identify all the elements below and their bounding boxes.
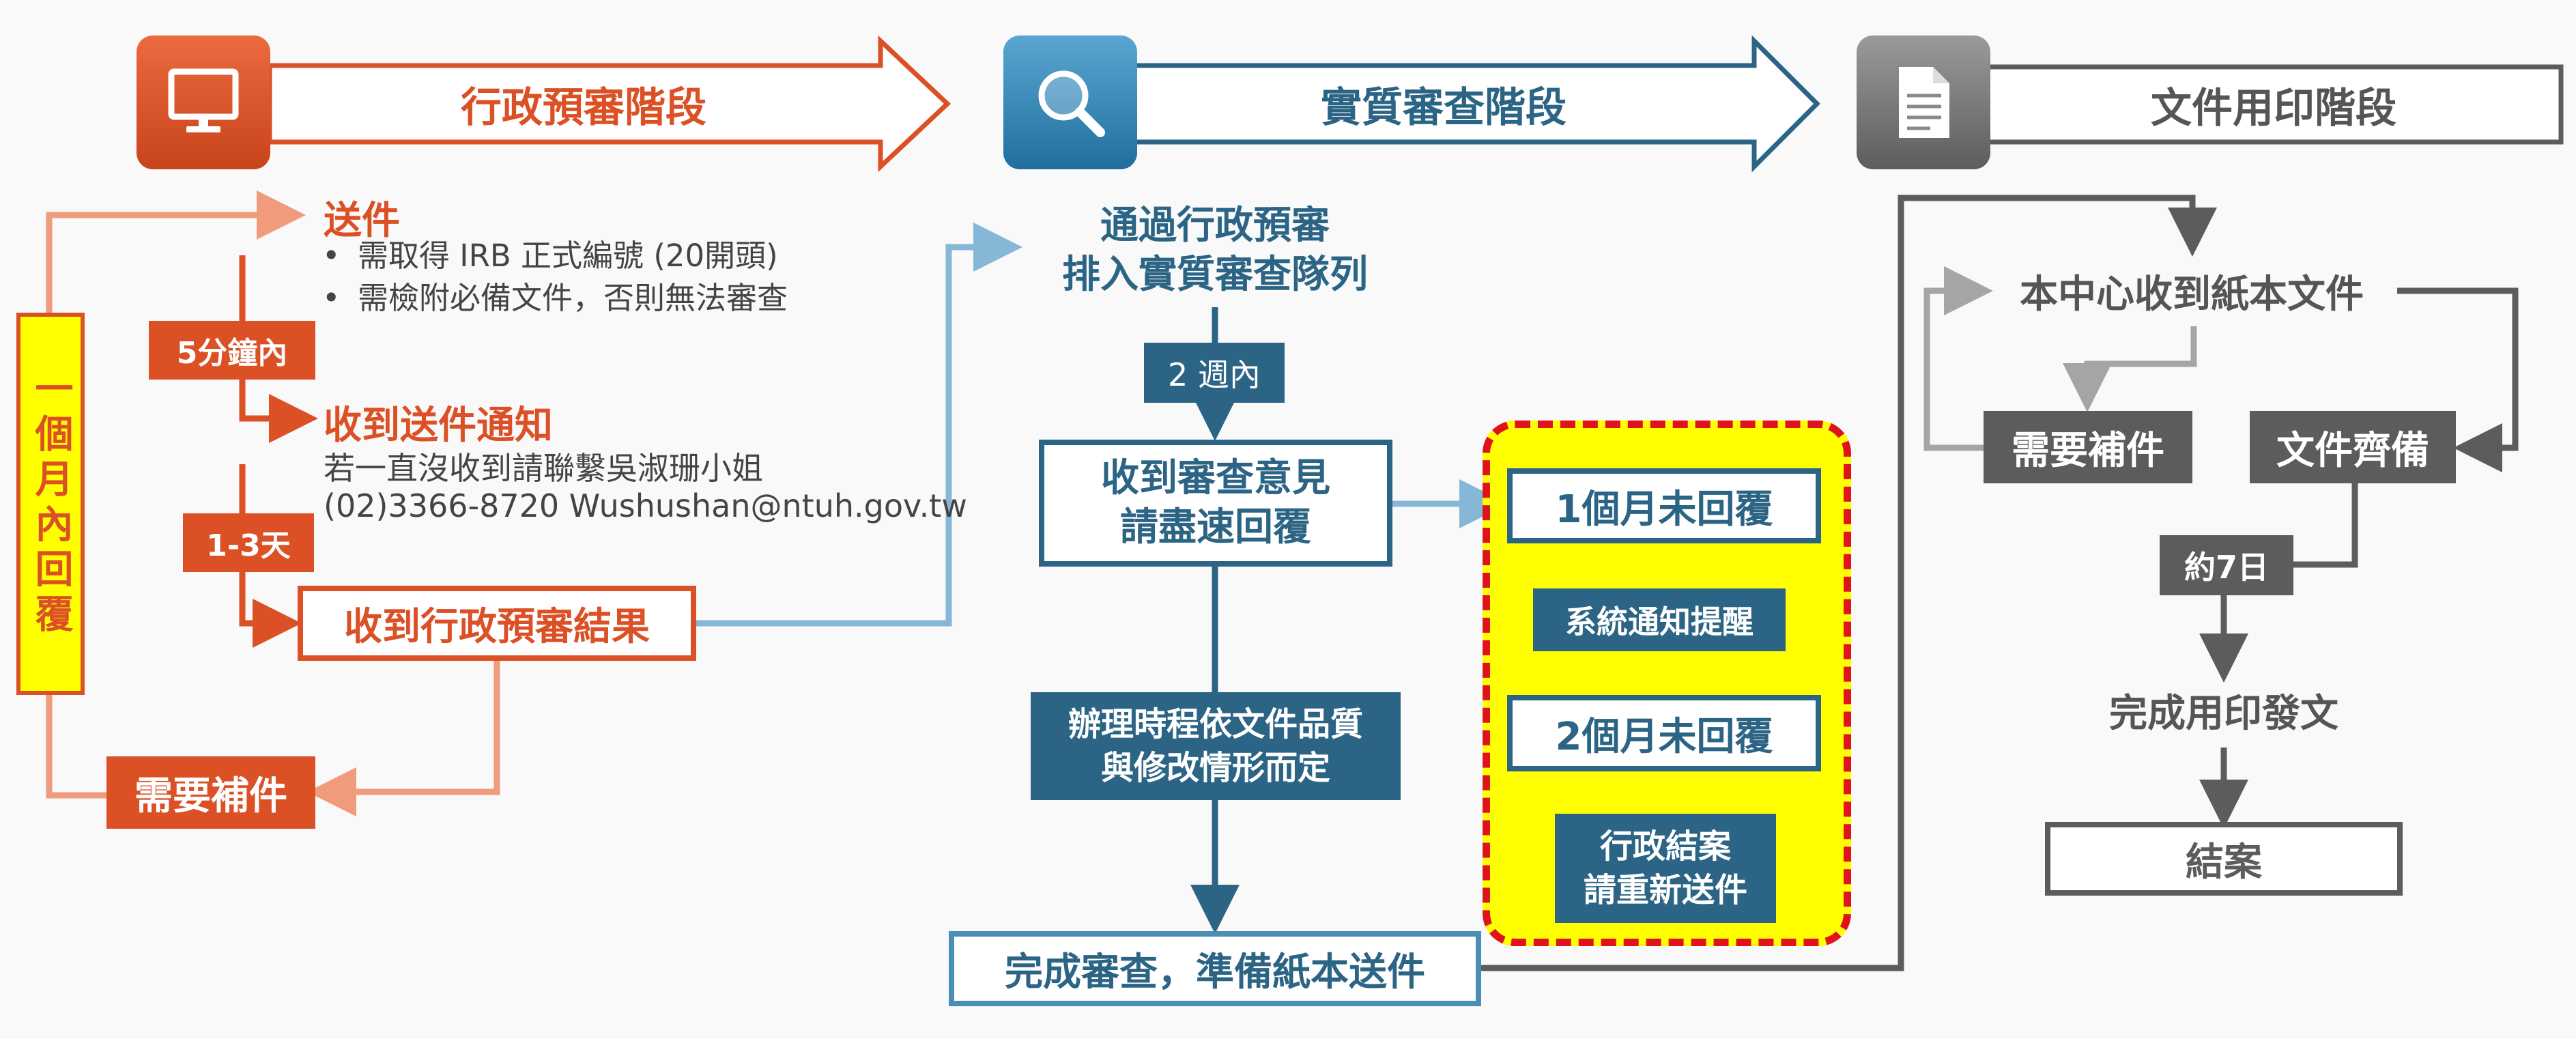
receive-notice-label: 收到送件通知 (324, 403, 553, 448)
contact-line-1: 若一直沒收到請聯繫吳淑珊小姐 (324, 450, 763, 487)
paper-received-text: 本中心收到紙本文件 (2020, 272, 2364, 317)
stage-substantive-label: 實質審查階段 (1321, 83, 1566, 132)
within-2-weeks-badge: 2 週內 (1144, 343, 1285, 403)
complete-to-print-arrow (1478, 195, 2217, 971)
docs-complete-box: 文件齊備 (2250, 411, 2456, 483)
magnifier-icon (1003, 35, 1137, 169)
closed-line-1: 行政結案 (1599, 827, 1731, 866)
send-requirements-list: 需取得 IRB 正式編號 (20開頭) 需檢附必備文件，否則無法審查 (313, 235, 927, 319)
admin-closed-box: 行政結案 請重新送件 (1555, 814, 1776, 923)
print-closed-box: 結案 (2045, 822, 2403, 896)
within-5-min-badge: 5分鐘內 (149, 321, 315, 380)
passed-line-2: 排入實質審查隊列 (1062, 253, 1368, 297)
stage-admin-arrow (267, 35, 951, 173)
supplement-to-received-arrow (1923, 266, 1993, 451)
admin-to-review-arrow (695, 223, 1022, 627)
passed-line-1: 通過行政預審 (1100, 203, 1330, 248)
loop-from-supplement (46, 695, 109, 799)
one-month-reply-tag: 一個月內回覆 (16, 313, 85, 695)
stage-substantive-arrow (1130, 35, 1820, 173)
duration-line-1: 辦理時程依文件品質 (1068, 705, 1363, 743)
system-reminder-box: 系統通知提醒 (1533, 588, 1786, 651)
print-need-supplement-box: 需要補件 (1984, 411, 2192, 483)
about-7-days-badge: 約7日 (2160, 535, 2293, 595)
document-icon (1857, 35, 1990, 169)
stage-printing-label: 文件用印階段 (2151, 84, 2396, 132)
duration-line-2: 與修改情形而定 (1100, 749, 1330, 787)
stage-admin-label: 行政預審階段 (461, 83, 706, 132)
comments-line-1: 收到審查意見 (1101, 456, 1330, 500)
received-to-supplement-arrow (2063, 326, 2197, 412)
review-complete-box: 完成審查，準備紙本送件 (949, 931, 1481, 1006)
loop-to-send-arrow (46, 190, 306, 313)
review-comments-box: 收到審查意見 請盡速回覆 (1039, 440, 1392, 567)
received-to-complete-docs-arrow (2397, 287, 2519, 472)
passed-admin-text: 通過行政預審 排入實質審查隊列 (1024, 193, 1406, 309)
days-1-3-badge: 1-3天 (183, 513, 314, 572)
send-to-notice-arrow (239, 255, 318, 443)
comments-line-2: 請盡速回覆 (1120, 505, 1311, 550)
one-month-reply-label: 一個月內回覆 (29, 369, 73, 639)
admin-result-box: 收到行政預審結果 (298, 586, 696, 661)
contact-line-2: (02)3366-8720 Wushushan@ntuh.gov.tw (324, 487, 967, 524)
result-to-supplement-arrow (307, 659, 500, 816)
one-month-no-reply-box: 1個月未回覆 (1507, 468, 1821, 543)
admin-need-supplement-box: 需要補件 (106, 756, 315, 829)
two-months-no-reply-box: 2個月未回覆 (1507, 695, 1821, 771)
closed-line-2: 請重新送件 (1583, 871, 1747, 909)
docs-to-7days-line (2293, 482, 2358, 568)
monitor-icon (137, 35, 270, 169)
requirement-documents: 需檢附必備文件，否則無法審查 (313, 277, 927, 319)
stamp-issued-text: 完成用印發文 (2109, 691, 2338, 736)
duration-note-box: 辦理時程依文件品質 與修改情形而定 (1031, 692, 1401, 800)
requirement-irb-number: 需取得 IRB 正式編號 (20開頭) (313, 235, 927, 277)
